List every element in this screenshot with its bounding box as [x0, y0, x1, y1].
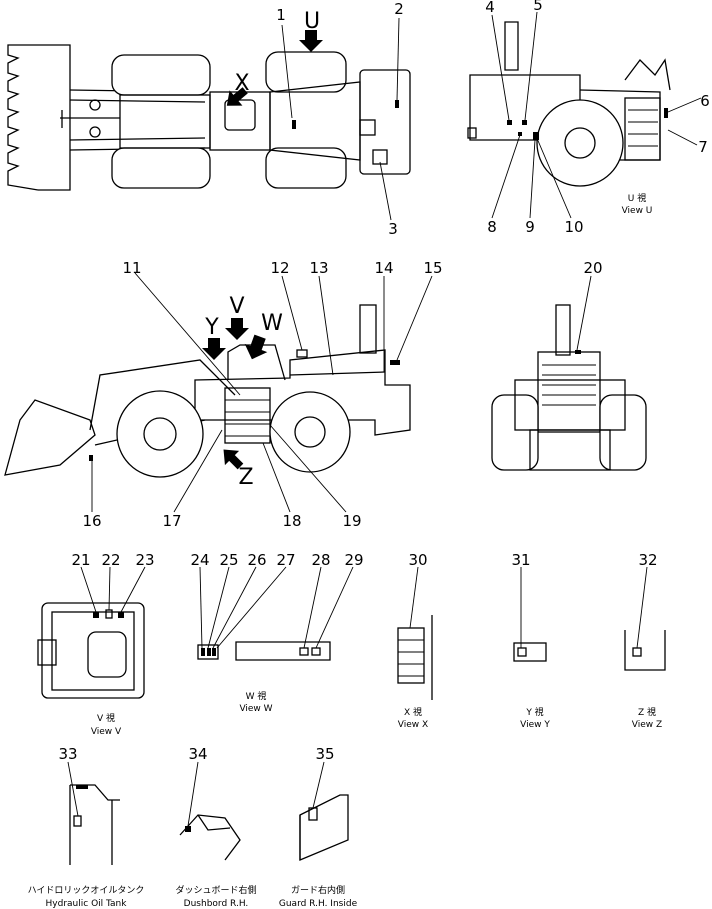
callout-34: 34 — [188, 745, 207, 763]
caption-hydraulic-tank-en: Hydraulic Oil Tank — [46, 899, 128, 909]
view-arrow-letters: U X Y V W Z — [204, 9, 320, 490]
view-v-drawing — [37, 602, 145, 699]
callout-7: 7 — [698, 138, 708, 156]
caption-view-z-en: View Z — [632, 720, 662, 730]
caption-guard-en: Guard R.H. Inside — [279, 899, 358, 909]
callout-26: 26 — [247, 551, 266, 569]
callout-35: 35 — [315, 745, 334, 763]
view-arrow-v-label: V — [229, 294, 244, 319]
rear-view-drawing — [491, 304, 647, 471]
view-captions: U 視 View U V 視 View V W 視 View W X 視 Vie… — [28, 192, 663, 909]
callout-15: 15 — [423, 259, 442, 277]
callout-25: 25 — [219, 551, 238, 569]
callout-11: 11 — [122, 259, 141, 277]
view-arrow-x-label: X — [234, 71, 249, 96]
caption-hydraulic-tank-jp: ハイドロリックオイルタンク — [28, 885, 145, 896]
view-w-drawing — [197, 641, 331, 661]
caption-view-x-en: View X — [398, 720, 428, 730]
caption-view-v-jp: V 視 — [97, 712, 115, 724]
side-view-drawing — [4, 304, 411, 478]
callout-18: 18 — [282, 512, 301, 530]
view-arrow-w-label: W — [261, 311, 283, 336]
caption-guard-jp: ガード右内側 — [291, 884, 345, 896]
callout-13: 13 — [309, 259, 328, 277]
callout-17: 17 — [162, 512, 181, 530]
callout-9: 9 — [525, 218, 535, 236]
callout-1: 1 — [276, 6, 286, 24]
caption-view-w-jp: W 視 — [246, 690, 267, 702]
part-number-labels: 1 2 3 4 5 6 7 8 9 10 11 12 13 14 15 16 1… — [58, 0, 709, 763]
callout-3: 3 — [388, 220, 398, 238]
view-arrow-y-label: Y — [204, 315, 219, 340]
caption-view-u-en: View U — [622, 206, 653, 216]
callout-28: 28 — [311, 551, 330, 569]
callout-12: 12 — [270, 259, 289, 277]
callout-24: 24 — [190, 551, 209, 569]
callout-4: 4 — [485, 0, 495, 16]
callout-20: 20 — [583, 259, 602, 277]
view-z-drawing — [624, 630, 666, 671]
caption-view-u-jp: U 視 — [628, 192, 646, 204]
guard-drawing — [299, 794, 349, 861]
callout-5: 5 — [533, 0, 543, 14]
caption-view-y-en: View Y — [520, 720, 550, 730]
caption-view-z-jp: Z 視 — [638, 706, 656, 718]
callout-14: 14 — [374, 259, 393, 277]
caption-view-y-jp: Y 視 — [525, 706, 543, 718]
caption-view-w-en: View W — [239, 704, 272, 714]
view-x-drawing — [397, 615, 433, 700]
callout-22: 22 — [101, 551, 120, 569]
callout-8: 8 — [487, 218, 497, 236]
hydraulic-tank-drawing — [69, 784, 120, 865]
callout-6: 6 — [700, 92, 710, 110]
top-view-drawing — [7, 30, 411, 191]
caption-view-v-en: View V — [91, 727, 122, 737]
view-arrow-u-label: U — [304, 9, 320, 34]
callout-32: 32 — [638, 551, 657, 569]
dashboard-drawing — [179, 814, 241, 861]
callout-23: 23 — [135, 551, 154, 569]
callout-27: 27 — [276, 551, 295, 569]
caption-dashboard-en: Dushbord R.H. — [184, 899, 249, 909]
leader-lines — [67, 11, 702, 827]
callout-29: 29 — [344, 551, 363, 569]
callout-21: 21 — [71, 551, 90, 569]
callout-16: 16 — [82, 512, 101, 530]
callout-31: 31 — [511, 551, 530, 569]
view-u-drawing — [467, 21, 671, 187]
caption-view-x-jp: X 視 — [404, 706, 422, 718]
caption-dashboard-jp: ダッシュボード右側 — [175, 884, 256, 896]
callout-19: 19 — [342, 512, 361, 530]
view-arrow-z-label: Z — [238, 465, 253, 490]
view-y-drawing — [513, 642, 547, 662]
callout-10: 10 — [564, 218, 583, 236]
callout-2: 2 — [394, 0, 404, 18]
callout-33: 33 — [58, 745, 77, 763]
callout-30: 30 — [408, 551, 427, 569]
